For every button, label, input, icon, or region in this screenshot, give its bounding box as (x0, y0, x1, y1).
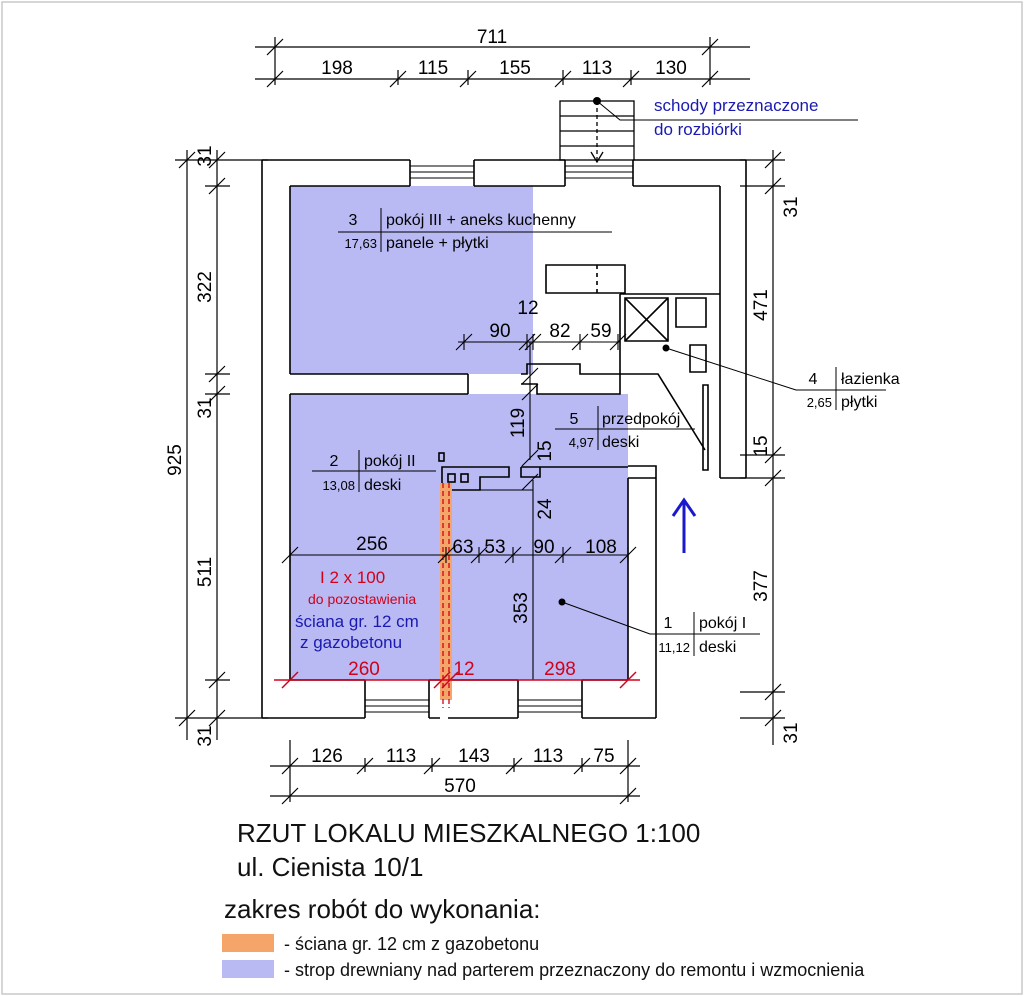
legend-label-wall: - ściana gr. 12 cm z gazobetonu (284, 934, 539, 954)
legend-swatch-wall (222, 934, 274, 952)
room-3-area: 17,63 (344, 236, 377, 251)
dim-red-260: 260 (348, 659, 380, 680)
legend-heading: zakres robót do wykonania: (224, 894, 541, 924)
room-2-number: 2 (330, 453, 339, 470)
stairs (559, 100, 635, 164)
room-5-area: 4,97 (569, 435, 594, 450)
stairs-note-2: do rozbiórki (654, 120, 742, 139)
dim-inner-12: 12 (517, 298, 538, 319)
dim-right-2: 471 (751, 289, 772, 321)
dim-bottom-3: 143 (458, 746, 490, 767)
room-label-3: 3 pokój III + aneks kuchenny 17,63 panel… (338, 208, 612, 252)
room-1-finish: deski (699, 639, 736, 656)
room-2-area: 13,08 (322, 478, 355, 493)
room-4-number: 4 (809, 371, 818, 388)
legend-swatch-ceiling (222, 960, 274, 978)
stairs-note-1: schody przeznaczone (654, 96, 818, 115)
room-5-name: przedpokój (602, 411, 680, 428)
entrance-arrow-icon (671, 497, 697, 553)
dim-lines-inner-2 (281, 480, 637, 680)
dim-left-3: 31 (195, 397, 216, 418)
dim-bottom-1: 126 (311, 746, 343, 767)
room-3-name: pokój III + aneks kuchenny (386, 212, 576, 229)
dim-inner-24: 24 (535, 498, 556, 520)
aerated-concrete-wall (440, 483, 452, 708)
dim-bottom-5: 75 (593, 746, 614, 767)
windows (365, 165, 633, 713)
dim-lines-left (175, 150, 268, 740)
dim-top-total: 711 (477, 27, 507, 48)
room-1-area: 11,12 (658, 640, 690, 655)
dim-bottom-2: 113 (386, 746, 416, 767)
dim-inner-82: 82 (549, 321, 570, 342)
room-2-finish: deski (364, 477, 401, 494)
walls (261, 159, 747, 719)
beam-note-sub: do pozostawienia (308, 591, 416, 607)
dim-top-1: 198 (321, 58, 353, 79)
dim-lines-right (740, 150, 785, 745)
room-label-2: 2 pokój II 13,08 deski (312, 450, 436, 494)
dim-inner-353: 353 (511, 592, 532, 624)
dim-inner-59: 59 (590, 321, 611, 342)
dim-inner-63: 63 (452, 537, 473, 558)
legend-label-ceiling: - strop drewniany nad parterem przeznacz… (284, 960, 865, 980)
dim-red-12: 12 (453, 659, 474, 680)
dim-bottom-4: 113 (533, 746, 563, 767)
dim-bottom-total: 570 (444, 776, 476, 797)
dim-right-3: 15 (751, 435, 772, 456)
dim-right-1: 31 (781, 196, 802, 217)
wall-note-2: z gazobetonu (300, 633, 402, 652)
room-2-name: pokój II (364, 453, 416, 470)
room-4-area: 2,65 (807, 395, 832, 410)
beam-note: I 2 x 100 (320, 568, 385, 587)
dim-lines-inner-1 (455, 333, 627, 491)
wall-note-1: ściana gr. 12 cm (295, 612, 419, 631)
dim-lines-top (255, 37, 750, 88)
dim-top-2: 115 (418, 58, 448, 79)
dim-lines-red (274, 671, 640, 689)
room-5-finish: deski (602, 434, 639, 451)
room-3-number: 3 (349, 212, 358, 229)
floor-fill (290, 186, 628, 680)
room-5-number: 5 (570, 411, 579, 428)
dim-red-298: 298 (544, 659, 576, 680)
dim-left-5: 31 (195, 725, 216, 746)
dim-right-5: 31 (781, 722, 802, 743)
dim-top-5: 130 (655, 58, 687, 79)
room-label-4: 4 łazienka 2,65 płytki (662, 344, 900, 411)
dim-inner-53: 53 (484, 537, 505, 558)
drawing-title: RZUT LOKALU MIESZKALNEGO 1:100 (237, 818, 700, 848)
dim-left-2: 322 (195, 271, 216, 303)
dim-top-3: 155 (499, 58, 531, 79)
dim-inner-90b: 90 (533, 537, 554, 558)
dim-top-4: 113 (582, 58, 612, 79)
dim-left-4: 511 (195, 557, 216, 587)
room-4-finish: płytki (841, 394, 877, 411)
room-1-name: pokój I (699, 615, 746, 632)
room-3-finish: panele + płytki (386, 235, 489, 252)
dim-inner-256: 256 (356, 534, 388, 555)
dim-inner-119: 119 (508, 408, 529, 438)
room-1-number: 1 (664, 615, 673, 632)
dim-lines-bottom (270, 740, 640, 805)
dim-left-1: 31 (195, 145, 216, 166)
stairs-leader (596, 100, 858, 121)
drawing-address: ul. Cienista 10/1 (237, 852, 423, 882)
dim-right-4: 377 (751, 570, 772, 602)
dim-inner-90: 90 (489, 321, 510, 342)
dim-inner-15: 15 (535, 440, 556, 461)
room-label-1: 1 pokój I 11,12 deski (558, 598, 760, 656)
dim-left-total: 925 (165, 444, 186, 476)
dim-inner-108: 108 (585, 537, 617, 558)
room-label-5: 5 przedpokój 4,97 deski (555, 406, 695, 451)
room-4-name: łazienka (841, 371, 900, 388)
